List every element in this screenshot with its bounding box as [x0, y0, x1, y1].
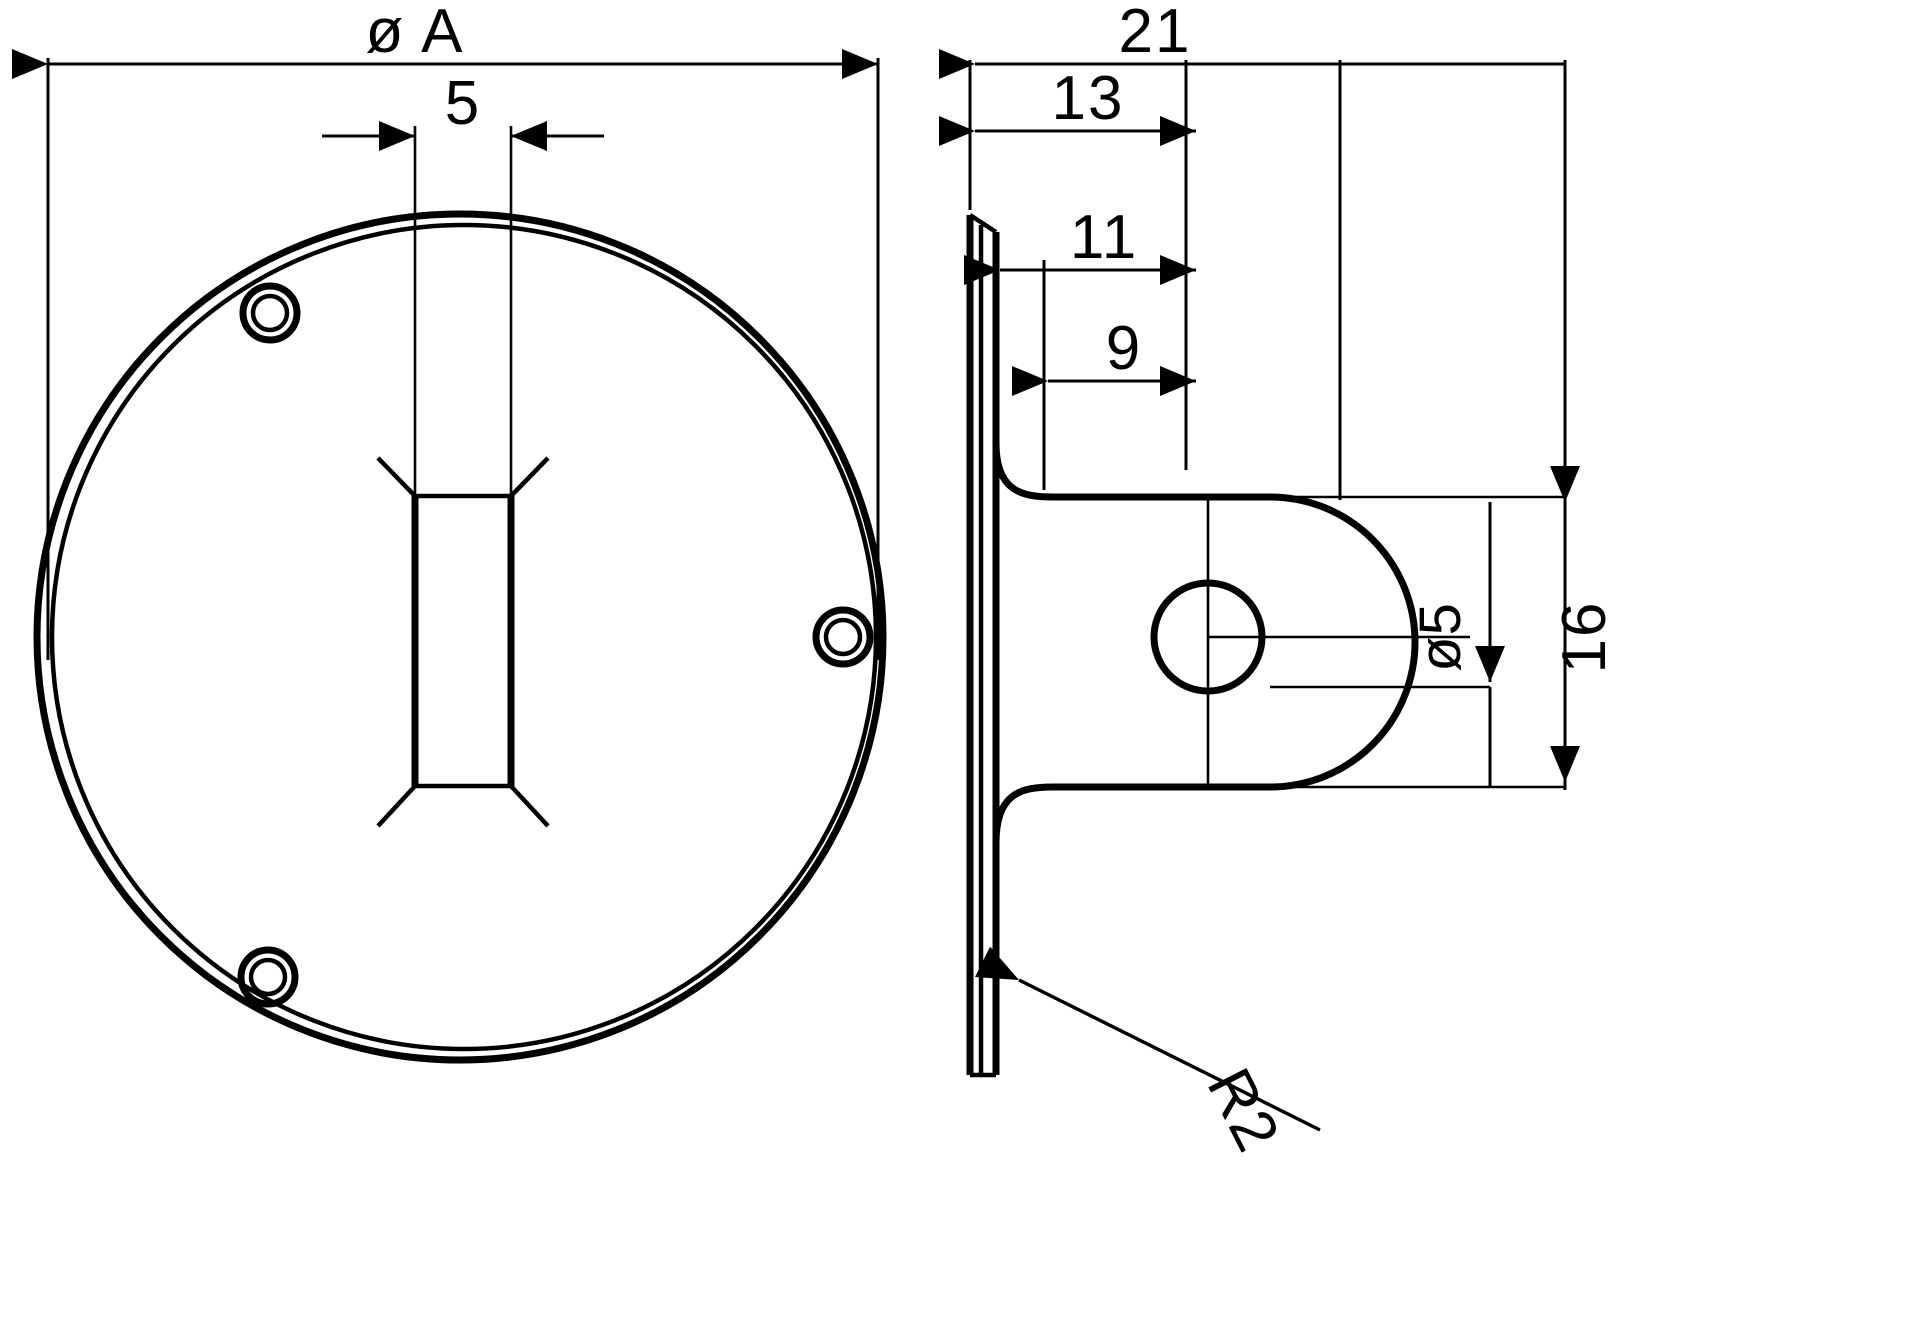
hole-right-outer	[812, 606, 874, 668]
hole-bottom-left-inner	[248, 957, 288, 997]
dim-diameter-a-label: ø A	[365, 0, 464, 66]
side-view-group: 21 13 11 9 ø5 16 R2	[939, 0, 1619, 1163]
slot-chamfer-top-right	[509, 456, 550, 498]
slot-chamfer-bottom-right	[509, 784, 550, 828]
hole-top-left-outer	[239, 282, 301, 344]
mounting-hole-right	[812, 606, 874, 668]
center-keyway-slot	[376, 456, 550, 828]
mounting-hole-top-left	[239, 282, 301, 344]
dim-9-label: 9	[1106, 314, 1142, 383]
dim-21-label: 21	[1119, 0, 1192, 66]
flange-top-chamfer	[968, 213, 998, 234]
hole-top-left-inner	[250, 293, 290, 333]
dim-11-label: 11	[1070, 203, 1138, 272]
hole-bottom-left-outer	[237, 946, 299, 1008]
mounting-hole-bottom-left	[237, 946, 299, 1008]
side-flange-plate	[966, 213, 1000, 1078]
front-view-group: ø A 5	[11, 0, 887, 1064]
bracket-lug-outline	[992, 442, 1419, 844]
plate-inner-circle	[49, 222, 879, 1052]
dim-slot-width-label: 5	[445, 69, 481, 138]
plate-outer-circle	[33, 210, 887, 1064]
dim-16-label: 16	[1550, 601, 1619, 674]
dim-13-label: 13	[1052, 64, 1125, 133]
slot-chamfer-top-left	[376, 456, 417, 498]
r2-leader-line	[974, 946, 1321, 1132]
hole-right-inner	[823, 617, 863, 657]
slot-chamfer-bottom-left	[376, 784, 417, 828]
dim-hole-diameter-label: ø5	[1408, 602, 1473, 672]
